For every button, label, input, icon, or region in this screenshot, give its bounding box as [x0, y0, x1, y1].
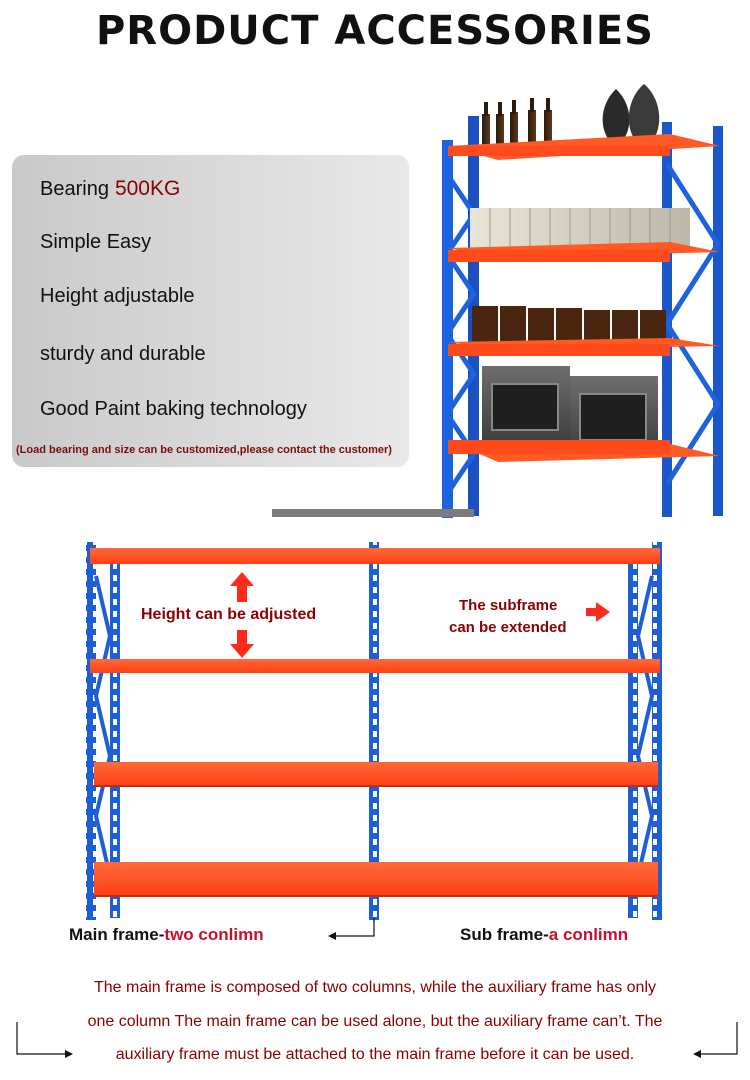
extend-arrow — [586, 602, 610, 622]
feature-item: Simple Easy — [40, 231, 152, 253]
page-title: PRODUCT ACCESSORIES — [95, 8, 654, 54]
subframe-label-line2: can be extended — [449, 619, 567, 636]
height-arrows — [230, 572, 254, 658]
description-line-3: auxiliary frame must be attached to the … — [115, 1046, 635, 1063]
description-line-1: The main frame is composed of two column… — [93, 979, 656, 996]
height-adjust-label: Height can be adjusted — [141, 606, 317, 623]
sub-frame-prefix: Sub frame- — [460, 925, 549, 944]
wine-bottles — [482, 98, 552, 154]
feature-item: sturdy and durable — [40, 343, 206, 365]
left-corner-arrow — [16, 1022, 73, 1058]
right-corner-arrow — [693, 1022, 738, 1058]
rack-frame-diagram — [86, 542, 662, 922]
main-frame-prefix: Main frame- — [69, 925, 165, 944]
feature-item: Good Paint baking technology — [40, 398, 307, 420]
description-line-2: one column The main frame can be used al… — [87, 1013, 663, 1030]
bearing-value: 500KG — [114, 177, 181, 200]
section-divider — [272, 509, 474, 517]
caption-leader-arrow — [328, 918, 375, 940]
customization-note: (Load bearing and size can be customized… — [16, 444, 392, 456]
rack-photo-illustration — [442, 84, 723, 518]
main-frame-suffix: two conlimn — [164, 925, 264, 944]
subframe-label-line1: The subframe — [459, 597, 558, 614]
bearing-label: Bearing — [40, 178, 109, 200]
diagram-shelves — [90, 548, 660, 897]
sub-frame-caption: Sub frame-a conlimn — [460, 925, 628, 945]
main-frame-caption: Main frame-two conlimn — [69, 925, 264, 945]
feature-item: Height adjustable — [40, 285, 195, 307]
sub-frame-suffix: a conlimn — [548, 925, 629, 944]
